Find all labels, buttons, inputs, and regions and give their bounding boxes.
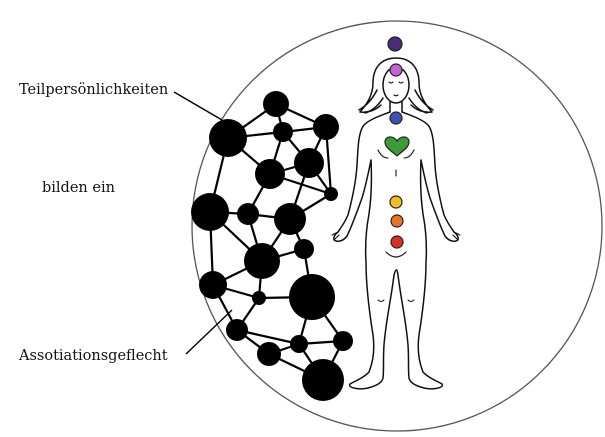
label-sub-personalities: Teilpersönlichkeiten: [19, 83, 168, 98]
sub-personality-node: [290, 335, 308, 353]
sub-personality-node: [302, 359, 344, 401]
chakra-crown: [388, 37, 402, 51]
chakra-heart: [385, 137, 409, 156]
sub-personality-node: [263, 91, 289, 117]
association-network: [191, 91, 353, 401]
chakra-throat: [390, 112, 402, 124]
sub-personality-node: [273, 122, 293, 142]
sub-personality-node: [294, 239, 314, 259]
sub-personality-node: [274, 203, 306, 235]
knee-details: [378, 300, 414, 302]
chakra-sacral: [391, 215, 403, 227]
pointer-line-association-network: [186, 310, 232, 354]
sub-personality-node: [244, 243, 280, 279]
sub-personality-node: [294, 148, 324, 178]
chakra-third-eye: [390, 64, 402, 76]
sub-personality-node: [255, 159, 285, 189]
label-association-network: Assotiationsgeflecht: [19, 349, 168, 364]
sub-personality-node: [257, 342, 281, 366]
pointer-line-sub-personalities: [174, 92, 222, 120]
sub-personality-node: [191, 193, 229, 231]
sub-personality-node: [209, 119, 247, 157]
sub-personality-node: [289, 274, 335, 320]
sub-personality-node: [313, 114, 339, 140]
sub-personality-node: [252, 291, 266, 305]
left-hand-fingers: [332, 232, 339, 240]
sub-personality-node: [199, 271, 227, 299]
sub-personality-node: [333, 331, 353, 351]
sub-personality-node: [324, 187, 338, 201]
label-form-a: bilden ein: [42, 181, 115, 196]
chakra-solar-plexus: [390, 196, 402, 208]
chakra-root: [391, 236, 403, 248]
right-hand-fingers: [453, 232, 460, 240]
sub-personality-node: [237, 203, 259, 225]
chakra-column: [385, 37, 409, 248]
sub-personality-node: [226, 319, 248, 341]
